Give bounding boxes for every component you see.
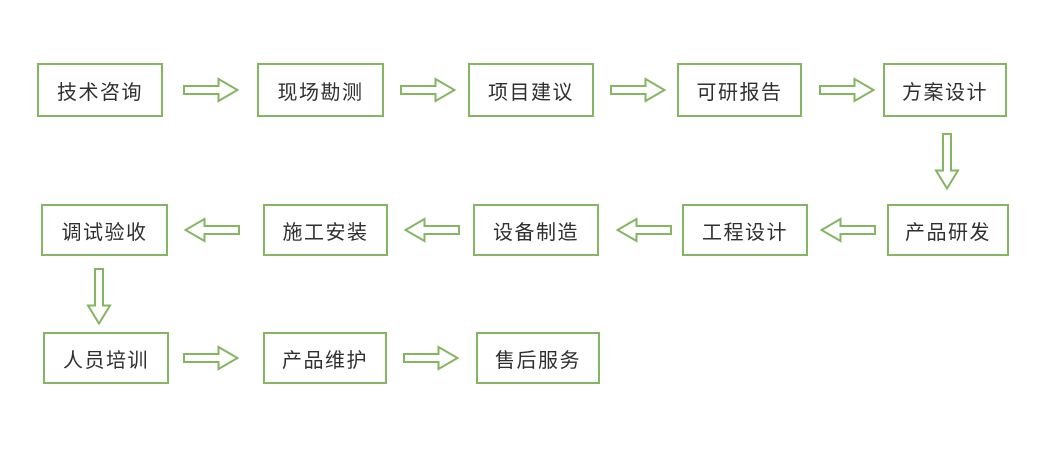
node-commissioning-acceptance: 调试验收 <box>41 204 168 256</box>
arrow-right-icon <box>183 77 239 103</box>
arrow-right-icon <box>610 77 666 103</box>
arrow-down-icon <box>86 268 112 325</box>
node-engineering-design: 工程设计 <box>682 204 808 256</box>
node-after-sales-service: 售后服务 <box>476 332 600 384</box>
arrow-left-icon <box>616 217 672 243</box>
node-personnel-training: 人员培训 <box>43 332 169 384</box>
arrow-right-icon <box>819 77 875 103</box>
node-project-proposal: 项目建议 <box>468 63 594 117</box>
node-feasibility-report: 可研报告 <box>677 63 802 117</box>
arrow-down-icon <box>934 133 960 190</box>
node-technical-consulting: 技术咨询 <box>37 63 163 117</box>
arrow-right-icon <box>400 77 456 103</box>
node-product-maintenance: 产品维护 <box>263 332 387 384</box>
node-equipment-manufacturing: 设备制造 <box>473 204 599 256</box>
arrow-left-icon <box>820 217 876 243</box>
node-site-survey: 现场勘测 <box>257 63 384 117</box>
arrow-left-icon <box>404 217 460 243</box>
arrow-right-icon <box>183 345 239 371</box>
arrow-right-icon <box>403 345 459 371</box>
node-scheme-design: 方案设计 <box>883 63 1007 117</box>
node-construction-installation: 施工安装 <box>263 204 388 256</box>
arrow-left-icon <box>184 217 240 243</box>
node-product-rd: 产品研发 <box>887 204 1009 256</box>
